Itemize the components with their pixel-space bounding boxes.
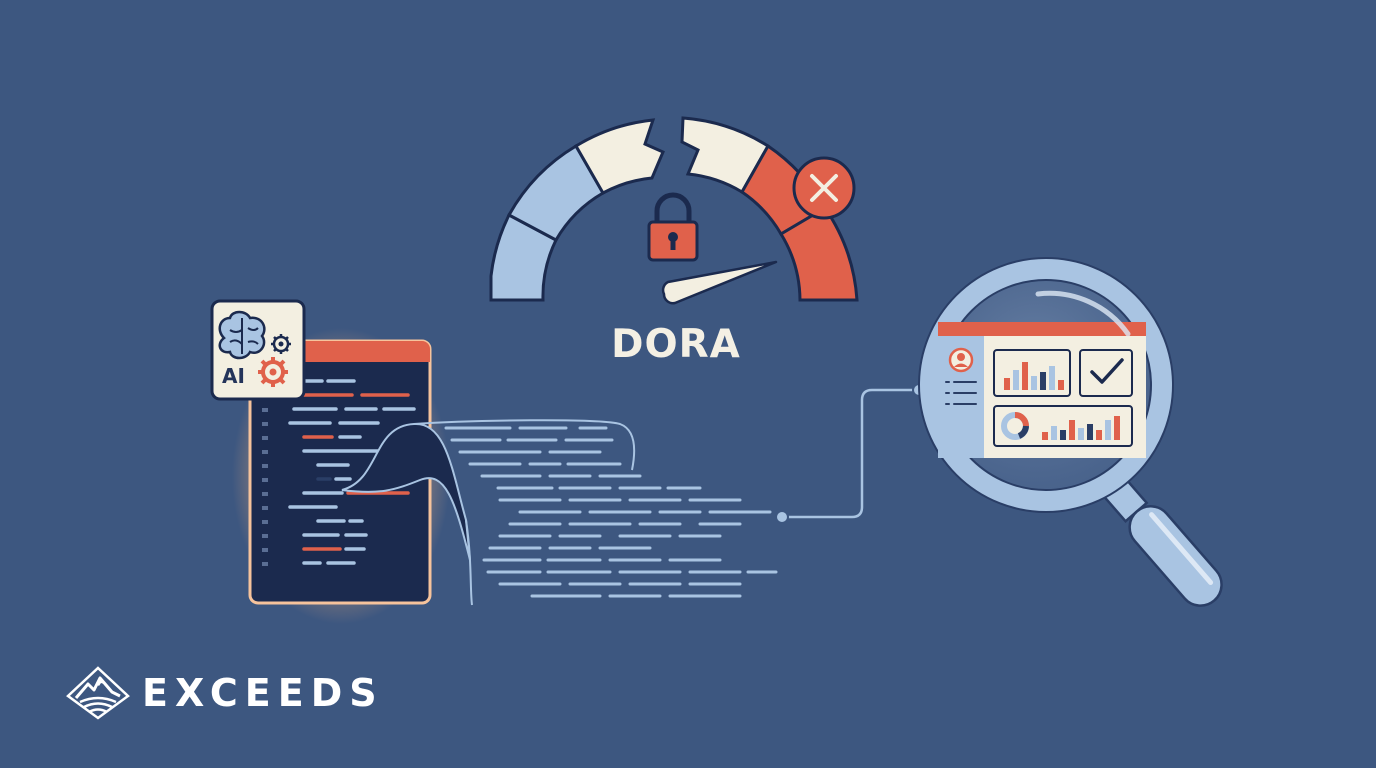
lens-glare [1035, 290, 1131, 337]
gutter-tick [262, 534, 268, 538]
paper-curl [341, 422, 471, 561]
chart-bar [1051, 426, 1057, 440]
stream-code-lines [444, 426, 778, 598]
gutter-tick [262, 520, 268, 524]
brand-logo: EXCEEDS [66, 666, 384, 720]
chart-bar [1078, 428, 1084, 440]
chart-bar [1087, 424, 1093, 440]
ai-badge-label: AI [222, 364, 245, 388]
chart-bar [1114, 416, 1120, 440]
code-stream [341, 419, 778, 606]
analytics-bars [1042, 416, 1120, 440]
gutter-tick [262, 506, 268, 510]
code-editor-window [232, 328, 450, 624]
dashboard-header-bar [938, 322, 1146, 336]
gear-icon [258, 334, 291, 387]
stream-edge-top [413, 419, 636, 471]
gutter-tick [262, 478, 268, 482]
chart-bar [1069, 420, 1075, 440]
gauge-needle [661, 260, 778, 305]
chart-bar [1060, 430, 1066, 440]
editor-code-lines [288, 379, 416, 565]
chart-bar [1058, 380, 1064, 390]
chart-bar [1004, 378, 1010, 390]
check-icon [1090, 358, 1124, 384]
gutter-tick [262, 464, 268, 468]
ai-badge [210, 299, 306, 401]
close-x-icon [792, 156, 856, 220]
connector-line [775, 383, 926, 524]
dora-title: DORA [611, 322, 741, 367]
chart-bar [1042, 432, 1048, 440]
padlock-icon [647, 192, 699, 262]
gutter-tick [262, 492, 268, 496]
magnifying-glass [918, 257, 1223, 607]
brain-icon [218, 310, 266, 360]
glass-handle [1128, 505, 1223, 607]
gutter-tick [262, 450, 268, 454]
connector-dot-start [775, 510, 789, 524]
brand-name: EXCEEDS [142, 671, 384, 715]
gutter-tick [262, 436, 268, 440]
mountain-logo-icon [66, 666, 130, 720]
bar-chart-bars [1004, 362, 1064, 390]
chart-bar [1040, 372, 1046, 390]
dora-gauge [489, 116, 859, 305]
gutter-tick [262, 422, 268, 426]
gauge-segment-red-bottom [778, 205, 859, 302]
gutter-tick [262, 562, 268, 566]
user-avatar-icon [948, 347, 974, 373]
dashboard-preview [938, 322, 1146, 458]
chart-bar [1013, 370, 1019, 390]
chart-bar [1105, 420, 1111, 440]
gauge-segment-cream-left [573, 118, 665, 196]
check-panel [1079, 349, 1133, 397]
stream-edge-bottom [465, 519, 473, 606]
chart-bar [1096, 430, 1102, 440]
gutter-tick [262, 548, 268, 552]
chart-bar [1031, 376, 1037, 390]
sidebar-menu-lines [945, 381, 977, 405]
chart-bar [1049, 366, 1055, 390]
gutter-tick [262, 408, 268, 412]
donut-chart-icon [1001, 412, 1029, 440]
chart-bar [1022, 362, 1028, 390]
